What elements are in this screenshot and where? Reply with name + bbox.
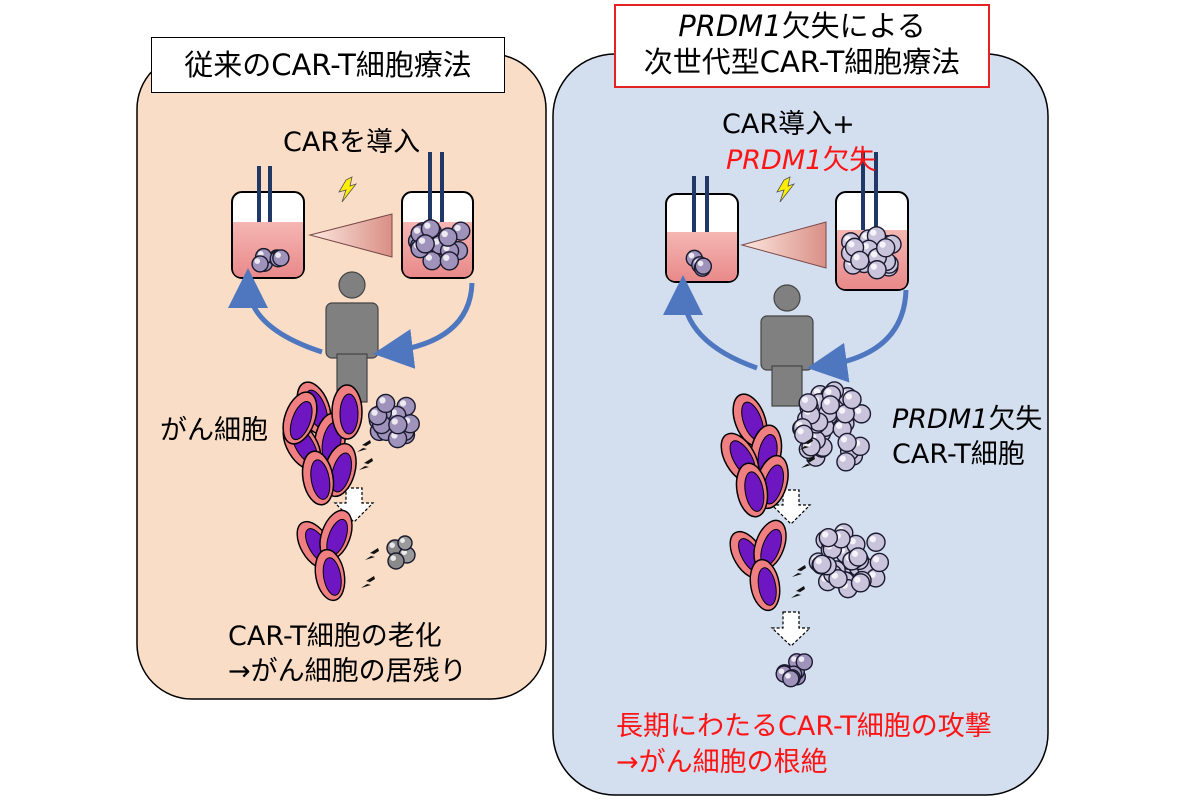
car-t-cell-icon bbox=[439, 251, 460, 271]
attack-bolt bbox=[359, 458, 373, 470]
prdm1-cell-rest: 欠失 bbox=[988, 404, 1043, 435]
right-step-line2: PRDM1欠失 bbox=[726, 144, 876, 178]
dashed-down-arrow-icon bbox=[333, 487, 375, 523]
car-t-cell-icon bbox=[848, 547, 868, 567]
car-t-cell-icon bbox=[795, 653, 814, 671]
car-t-cell-icon bbox=[850, 250, 870, 271]
right-step-line1: CAR導入+ bbox=[722, 109, 855, 140]
attack-bolt bbox=[357, 440, 371, 452]
attack-bolt bbox=[801, 456, 815, 468]
cancer-cell-icon bbox=[735, 462, 769, 518]
left-outcome-line2: →がん細胞の居残り bbox=[228, 656, 467, 687]
car-t-cell-icon bbox=[812, 554, 832, 575]
car-t-cell-icon bbox=[694, 257, 713, 275]
right-title-rest: 欠失による bbox=[781, 9, 926, 43]
left-step-label: CARを導入 bbox=[283, 127, 421, 158]
car-t-cell-icon bbox=[251, 255, 269, 273]
dashed-down-arrow-icon bbox=[770, 611, 812, 647]
attack-bolt bbox=[791, 586, 805, 598]
cancer-cell-icon bbox=[319, 509, 353, 561]
right-title-line2: 次世代型CAR-T細胞療法 bbox=[643, 45, 961, 80]
car-t-cell-icon bbox=[422, 251, 442, 271]
cancer-cell-icon bbox=[314, 548, 346, 602]
car-t-cell-icon bbox=[387, 552, 405, 570]
attack-bolt bbox=[361, 576, 375, 588]
expansion-wedge bbox=[308, 213, 393, 258]
car-t-cell-icon bbox=[782, 669, 800, 688]
car-t-cell-icon bbox=[798, 393, 818, 413]
lightning-icon bbox=[338, 176, 358, 203]
curved-arrow-icon bbox=[807, 289, 909, 383]
curved-arrow-icon bbox=[663, 275, 758, 371]
car-t-cell-icon bbox=[388, 415, 408, 435]
cancer-cell-icon bbox=[301, 450, 335, 506]
left-title-text: 従来のCAR-T細胞療法 bbox=[184, 48, 472, 82]
right-outcome-line1: 長期にわたるCAR-T細胞の攻撃 bbox=[616, 711, 992, 742]
cancer-cell-label: がん細胞 bbox=[160, 415, 268, 446]
attack-bolt bbox=[792, 565, 806, 577]
cancer-cell-icon bbox=[282, 391, 318, 445]
car-t-cell-icon bbox=[876, 238, 896, 258]
car-t-cell-icon bbox=[415, 234, 435, 254]
car-t-cell-icon bbox=[375, 393, 396, 414]
car-t-cell-icon bbox=[397, 535, 413, 551]
person-icon bbox=[325, 271, 379, 403]
attack-bolt bbox=[365, 548, 379, 560]
car-t-cell-icon bbox=[866, 532, 886, 552]
lightning-icon bbox=[776, 176, 796, 203]
dashed-down-arrow-icon bbox=[770, 489, 812, 525]
left-panel-title: 従来のCAR-T細胞療法 bbox=[151, 37, 505, 93]
expansion-wedge bbox=[740, 221, 827, 269]
car-t-cell-icon bbox=[850, 573, 871, 593]
prdm1-cell-line2: CAR-T細胞 bbox=[892, 439, 1025, 470]
person-icon bbox=[760, 284, 814, 407]
cancer-cell-icon bbox=[331, 384, 363, 440]
right-title-gene: PRDM1 bbox=[678, 9, 782, 43]
right-panel-title: PRDM1欠失による 次世代型CAR-T細胞療法 bbox=[614, 4, 990, 88]
car-t-cell-icon bbox=[438, 227, 458, 247]
car-t-cell-icon bbox=[867, 260, 887, 280]
right-step-rest: 欠失 bbox=[822, 145, 877, 176]
prdm1-cell-gene: PRDM1 bbox=[892, 404, 989, 435]
car-t-cell-icon bbox=[835, 404, 855, 424]
cell-clusters bbox=[251, 219, 902, 688]
curved-arrow-icon bbox=[228, 268, 323, 355]
prdm1-cell-line1: PRDM1欠失 bbox=[892, 403, 1042, 437]
car-t-cell-icon bbox=[837, 432, 857, 453]
car-t-cell-icon bbox=[818, 527, 839, 548]
car-t-cell-icon bbox=[842, 389, 862, 410]
right-outcome-line2: →がん細胞の根絶 bbox=[616, 747, 828, 778]
attack-bolt bbox=[799, 438, 813, 450]
car-t-cell-icon bbox=[828, 569, 848, 589]
car-t-cell-icon bbox=[794, 424, 814, 445]
right-title-line1: PRDM1欠失による bbox=[616, 8, 988, 44]
car-t-cell-icon bbox=[869, 552, 890, 573]
curved-arrow-icon bbox=[373, 282, 475, 369]
car-t-cell-icon bbox=[820, 395, 840, 415]
car-t-cell-icon bbox=[272, 249, 290, 267]
car-t-cell-icon bbox=[387, 428, 408, 449]
right-step-gene: PRDM1 bbox=[726, 145, 823, 176]
car-t-cell-icon bbox=[836, 452, 856, 472]
left-outcome-line1: CAR-T細胞の老化 bbox=[228, 621, 442, 652]
cancer-cell-icon bbox=[749, 558, 781, 612]
